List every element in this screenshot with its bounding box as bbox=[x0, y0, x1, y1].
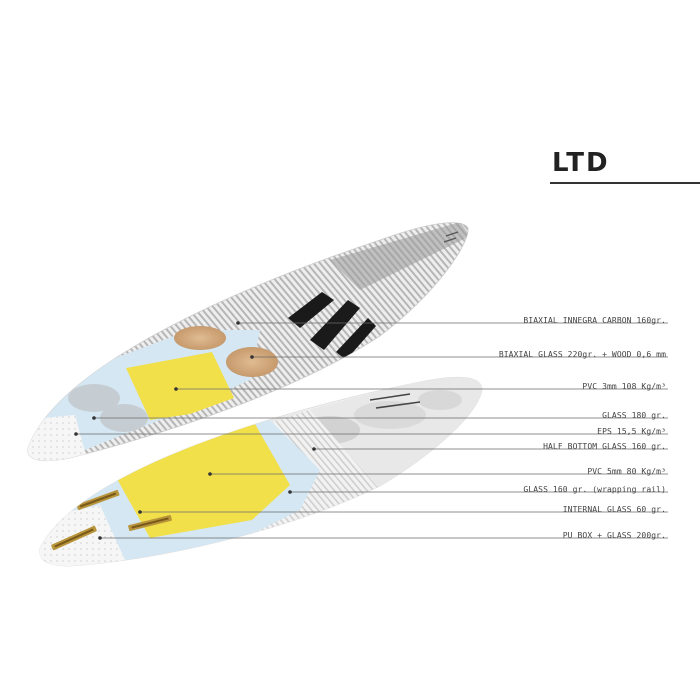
bottom-board bbox=[39, 377, 483, 567]
layer-label-eps: EPS 15,5 Kg/m³ bbox=[597, 427, 666, 436]
nose-logo bbox=[369, 393, 421, 409]
title-underline bbox=[550, 182, 700, 184]
deck-logo-stripe-1 bbox=[288, 292, 334, 328]
pvc-5mm bbox=[112, 424, 290, 538]
wood-disc-1 bbox=[174, 326, 226, 350]
layer-label-internal-glass: INTERNAL GLASS 60 gr. bbox=[562, 505, 666, 514]
layer-label-glass-180: GLASS 180 gr. bbox=[602, 411, 666, 420]
layer-label-pvc-3mm: PVC 3mm 108 Kg/m³ bbox=[582, 382, 666, 391]
page-title: LTD bbox=[552, 148, 610, 178]
deck-logo-stripe-3 bbox=[336, 318, 376, 360]
wood-disc-2 bbox=[226, 347, 278, 377]
layer-label-half-bottom-glass: HALF BOTTOM GLASS 160 gr. bbox=[543, 442, 666, 451]
layer-label-glass-wrapping-rail: GLASS 160 gr. (wrapping rail) bbox=[523, 485, 666, 494]
glass-disc-1 bbox=[68, 384, 120, 412]
carbon-band bbox=[330, 222, 469, 290]
layer-label-biaxial-innegra-carbon: BIAXIAL INNEGRA CARBON 160gr. bbox=[523, 316, 666, 325]
fin-box-2 bbox=[128, 514, 172, 532]
nose-mark bbox=[443, 231, 459, 243]
fin-box-3 bbox=[51, 525, 97, 551]
layer-label-pvc-5mm: PVC 5mm 80 Kg/m³ bbox=[587, 467, 666, 476]
layer-label-pu-box-glass: PU BOX + GLASS 200gr. bbox=[562, 531, 666, 540]
leader-lines bbox=[76, 322, 668, 539]
leader-dots bbox=[74, 321, 316, 540]
pvc-3mm bbox=[126, 352, 234, 420]
fin-box-1 bbox=[76, 489, 120, 511]
layer-label-biaxial-glass-wood: BIAXIAL GLASS 220gr. + WOOD 0,6 mm bbox=[498, 350, 666, 359]
deck-logo-stripe-2 bbox=[310, 300, 360, 350]
